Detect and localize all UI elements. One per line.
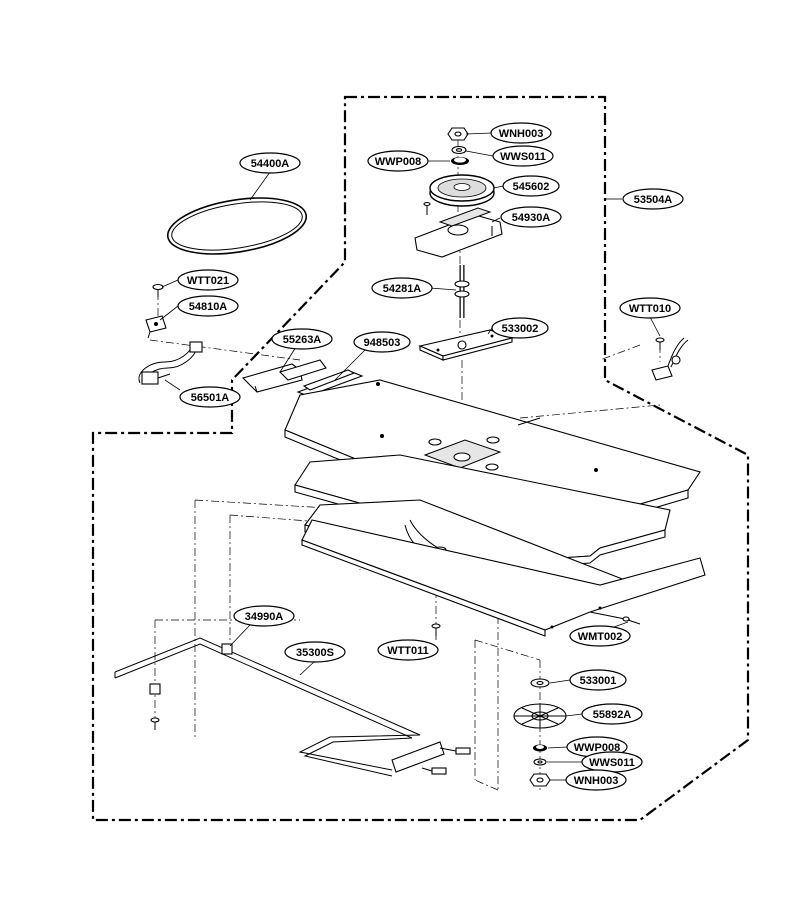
label-35300S: 35300S [284,641,346,663]
screw-wtt011 [431,623,441,636]
bracket-55263a [241,359,327,393]
leader-lines [159,132,661,781]
label-56501A: 56501A [179,386,241,408]
sensor-wtt010 [651,337,689,381]
svg-text:WWS011: WWS011 [589,757,635,769]
svg-text:WWP008: WWP008 [574,742,620,754]
svg-text:WMT002: WMT002 [578,631,623,643]
svg-text:34990A: 34990A [245,611,284,623]
washer-wwp008-top [451,157,469,165]
label-WTT011: WTT011 [377,639,439,661]
svg-text:55263A: 55263A [283,334,322,346]
clip-34990a [149,643,233,695]
label-54281A: 54281A [371,277,433,299]
svg-text:WWS011: WWS011 [500,151,546,163]
label-54400A: 54400A [239,152,301,174]
svg-text:545602: 545602 [513,181,550,193]
screw-heater [150,717,160,730]
svg-text:54281A: 54281A [383,283,422,295]
svg-text:54810A: 54810A [189,301,228,313]
svg-text:55892A: 55892A [593,709,632,721]
nut-wnh003-top [447,127,469,141]
label-WWS011-bottom: WWS011 [581,751,643,773]
bracket-54810a [145,315,167,339]
switch-56501a [138,341,203,385]
bracket-54930a [414,201,503,258]
label-54930A: 54930A [500,206,562,228]
svg-text:WNH003: WNH003 [574,775,619,787]
washer-wws011-top [451,145,467,155]
washer-wwp008-bottom [533,744,547,752]
washer-wws011-bottom [533,758,547,766]
svg-text:WTT021: WTT021 [187,275,229,287]
shaft-54281a [454,265,470,318]
svg-text:533001: 533001 [580,675,617,687]
screw-wmt002 [622,616,641,625]
base-plate [301,519,706,637]
label-WNH003-top: WNH003 [490,122,552,144]
label-545602: 545602 [502,175,560,197]
label-54810A: 54810A [177,295,239,317]
label-55263A: 55263A [271,328,333,350]
screw-wtt021 [152,283,164,297]
svg-text:WWP008: WWP008 [375,156,421,168]
label-34990A: 34990A [233,605,295,627]
drive-belt [166,197,308,255]
svg-text:53504A: 53504A [634,194,673,206]
label-53504A: 53504A [622,188,684,210]
svg-text:WNH003: WNH003 [499,128,544,140]
svg-text:WTT010: WTT010 [629,303,671,315]
svg-text:54930A: 54930A [512,212,551,224]
label-WNH003-bottom: WNH003 [565,769,627,791]
heater-35300s [114,637,471,777]
label-WMT002: WMT002 [569,625,631,647]
assembly-outline [91,95,750,822]
label-WTT021: WTT021 [177,269,239,291]
label-WWP008-top: WWP008 [367,150,429,172]
label-948503: 948503 [353,331,411,353]
nut-wnh003-bottom [529,773,551,787]
svg-text:948503: 948503 [364,337,401,349]
fan-55892a [513,703,567,729]
pulley-545602 [429,174,495,207]
svg-text:533002: 533002 [502,323,539,335]
svg-text:54400A: 54400A [251,158,290,170]
plate-533002 [418,329,514,361]
svg-text:WTT011: WTT011 [387,645,429,657]
svg-text:35300S: 35300S [296,647,334,659]
label-533002: 533002 [491,317,549,339]
label-WTT010: WTT010 [619,297,681,319]
svg-text:56501A: 56501A [191,392,230,404]
label-WWS011-top: WWS011 [492,145,554,167]
label-533001: 533001 [569,669,627,691]
label-55892A: 55892A [581,703,643,725]
washer-533001 [530,678,550,688]
